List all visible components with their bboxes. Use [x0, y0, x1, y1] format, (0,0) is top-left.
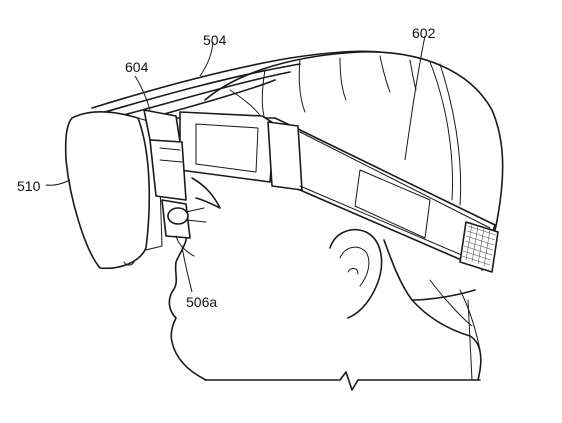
label-506a: 506a — [186, 294, 217, 310]
side-strap — [174, 111, 496, 269]
rear-adjuster — [459, 221, 499, 273]
top-strap — [91, 50, 381, 119]
head-cover — [204, 51, 504, 271]
nose-pad-assembly — [161, 177, 221, 257]
connector — [143, 109, 187, 201]
visor — [64, 111, 163, 270]
label-602: 602 — [412, 25, 436, 41]
label-504: 504 — [203, 32, 227, 48]
label-510: 510 — [17, 178, 41, 194]
baseline — [204, 371, 481, 391]
label-604: 604 — [125, 59, 149, 75]
face-outline — [168, 227, 482, 381]
leader-lines — [45, 35, 426, 293]
ear — [329, 228, 383, 319]
